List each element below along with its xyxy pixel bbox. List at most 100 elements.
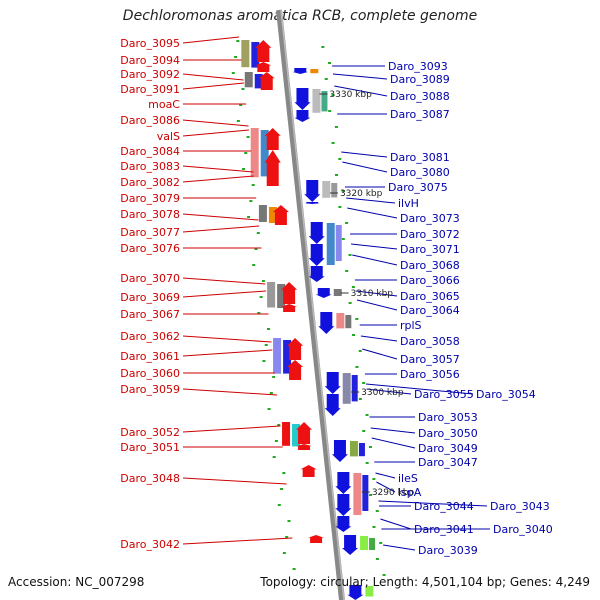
cluster-3079-arrow-1 <box>272 205 289 225</box>
gene-label-left: Daro_3059 <box>120 383 180 396</box>
leader-right <box>370 427 416 434</box>
tick-mark-right <box>341 238 345 240</box>
tick-mark-left <box>241 88 245 90</box>
leader-right <box>352 254 398 266</box>
gene-label-right: Daro_3044 <box>414 500 474 513</box>
leader-right <box>380 518 412 530</box>
tick-mark-left <box>254 248 258 250</box>
tick-mark-right <box>338 206 342 208</box>
leader-right <box>356 299 398 311</box>
gene-label-right: Daro_3056 <box>400 368 460 381</box>
leader-right <box>347 207 398 219</box>
scale-label: 3290 kbp <box>372 488 415 498</box>
cluster-3070-box-a <box>267 282 276 308</box>
tick-mark-right <box>382 574 386 576</box>
tick-mark-right <box>368 446 372 448</box>
cluster-3052-box-b <box>292 424 301 447</box>
cluster-3070-box-b <box>277 284 286 308</box>
leader-left <box>182 277 266 285</box>
cluster-3092-box-a <box>244 72 253 88</box>
gene-label-right: Daro_3093 <box>388 60 448 73</box>
tick-mark-right <box>345 222 349 224</box>
tick-mark-right <box>365 414 369 416</box>
tick-mark-right <box>334 126 338 128</box>
tick-mark-right <box>324 78 328 80</box>
cluster-ileS-arrow-3 <box>335 516 352 532</box>
genes-label: Genes: <box>509 575 552 589</box>
gene-label-right: Daro_3049 <box>418 442 478 455</box>
leader-left <box>182 335 272 343</box>
cluster-3056-arrow-2 <box>324 394 341 416</box>
gene-label-right: Daro_3055 <box>414 388 474 401</box>
cluster-3056-arrow-1 <box>324 372 341 394</box>
gene-label-right: Daro_3058 <box>400 335 460 348</box>
cluster-3052-arrow-1 <box>296 422 313 444</box>
leader-left <box>182 477 287 485</box>
leader-right <box>360 335 398 342</box>
gene-label-left: Daro_3051 <box>120 441 180 454</box>
gene-label-right: ilvH <box>398 197 419 210</box>
leader-left <box>182 290 267 298</box>
tick-mark-right <box>358 398 362 400</box>
cluster-valS-arrow-2 <box>264 150 281 186</box>
tick-mark-left <box>239 104 243 106</box>
tick-mark-right <box>372 478 376 480</box>
gene-label-right: Daro_3080 <box>390 166 450 179</box>
tick-mark-right <box>341 190 345 192</box>
leader-right <box>351 243 398 250</box>
accession-info: Accession: NC_007298 <box>8 575 144 589</box>
tick-mark-right <box>362 382 366 384</box>
topology-label: Topology: <box>260 575 317 589</box>
gene-label-left: Daro_3060 <box>120 367 180 380</box>
gene-label-right: Daro_3064 <box>400 304 460 317</box>
gene-labels: Daro_3095Daro_3094Daro_3092Daro_3091moaC… <box>120 37 552 557</box>
gene-label-left: Daro_3077 <box>120 226 180 239</box>
cluster-3088-box-b <box>321 91 328 112</box>
cluster-3092-box-b <box>254 74 263 89</box>
tick-mark-left <box>247 216 251 218</box>
tick-mark-left <box>292 568 296 570</box>
leader-left <box>182 537 293 545</box>
gene-label-right: Daro_3039 <box>418 544 478 557</box>
tick-mark-right <box>358 350 362 352</box>
tick-mark-left <box>244 152 248 154</box>
tick-mark-left <box>272 456 276 458</box>
accession-value: NC_007298 <box>75 575 145 589</box>
gene-label-left: Daro_3094 <box>120 54 180 67</box>
tick-mark-left <box>262 360 266 362</box>
scale-ticks <box>231 40 386 576</box>
tick-mark-right <box>372 526 376 528</box>
gene-label-left: Daro_3062 <box>120 330 180 343</box>
tick-mark-left <box>241 168 245 170</box>
cluster-3092-arrow-1 <box>258 72 275 90</box>
leader-left <box>182 213 259 221</box>
cluster-3040-arrow-1 <box>342 535 359 555</box>
tick-mark-left <box>259 296 263 298</box>
gene-label-right: lspA <box>398 486 422 499</box>
tick-mark-right <box>321 46 325 48</box>
cluster-3040-box-b <box>369 538 376 550</box>
tick-mark-right <box>375 558 379 560</box>
gene-label-left: Daro_3042 <box>120 538 180 551</box>
tick-mark-right <box>355 318 359 320</box>
cluster-ileS-box-b <box>362 475 369 511</box>
cluster-3056-box-a <box>342 373 351 404</box>
leader-left <box>182 82 244 90</box>
tick-mark-right <box>345 270 349 272</box>
tick-mark-left <box>267 328 271 330</box>
gene-label-right: Daro_3088 <box>390 90 450 103</box>
leader-left <box>182 175 254 183</box>
leader-left <box>182 349 273 357</box>
tick-mark-left <box>274 440 278 442</box>
gene-label-right: Daro_3043 <box>490 500 550 513</box>
gene-label-right: Daro_3087 <box>390 108 450 121</box>
leader-right <box>362 348 398 360</box>
gene-label-right: Daro_3081 <box>390 151 450 164</box>
cluster-3061-box-a <box>273 338 282 374</box>
tick-mark-right <box>375 510 379 512</box>
gene-label-right: Daro_3073 <box>400 212 460 225</box>
leader-right <box>346 197 396 204</box>
gene-label-right: Daro_3089 <box>390 73 450 86</box>
cluster-3064-box-a <box>336 313 345 329</box>
leader-right <box>334 85 388 97</box>
